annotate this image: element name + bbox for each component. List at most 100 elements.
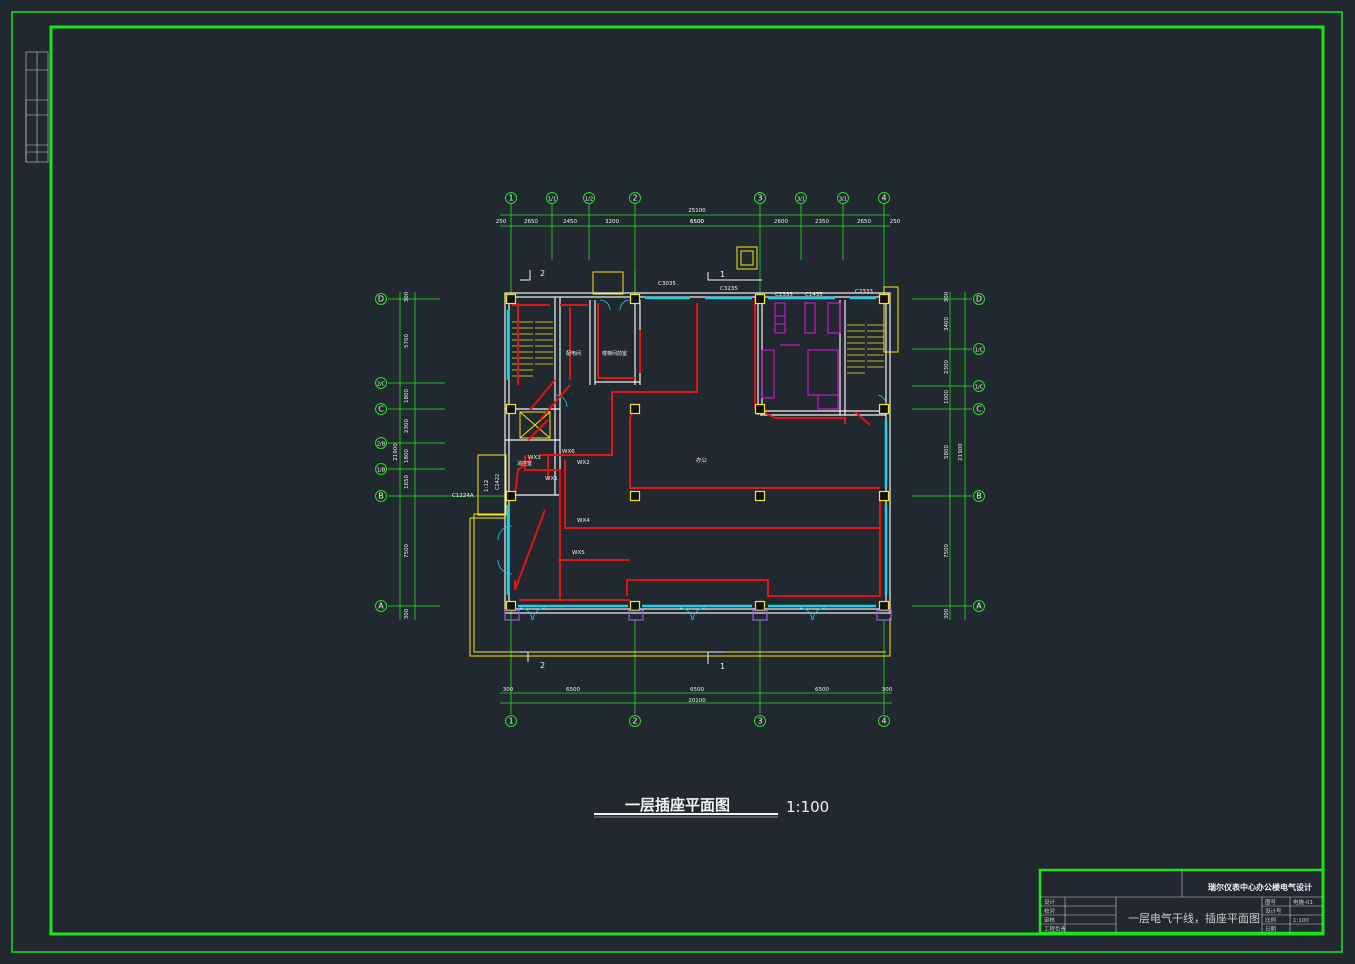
section-marks bbox=[520, 270, 762, 664]
dim-bottom-overall: 20100 bbox=[688, 698, 706, 704]
svg-text:C: C bbox=[378, 405, 384, 414]
axis-bottom-3: 4 bbox=[878, 715, 890, 727]
dim-top-3: 3200 bbox=[605, 219, 619, 225]
circuit-wx5: WX5 bbox=[572, 550, 585, 556]
column-0 bbox=[505, 293, 517, 305]
column-1 bbox=[629, 293, 641, 305]
drawing-name: 一层电气干线，插座平面图 bbox=[1128, 911, 1260, 925]
axis-left-6: A bbox=[375, 600, 387, 612]
axis-top-2: 1/2 bbox=[583, 192, 595, 204]
column-2 bbox=[754, 293, 766, 305]
svg-text:1/C: 1/C bbox=[975, 385, 984, 391]
dim-right-4: 5800 bbox=[944, 445, 950, 459]
entrance-outline bbox=[469, 246, 899, 657]
column-5 bbox=[629, 403, 641, 415]
svg-text:D: D bbox=[976, 295, 982, 304]
column-9 bbox=[629, 490, 641, 502]
tb-right-2: 比例 bbox=[1265, 916, 1277, 924]
room-office: 办公 bbox=[696, 456, 708, 464]
svg-text:1: 1 bbox=[508, 194, 513, 203]
circuit-wx6: WX6 bbox=[562, 449, 575, 455]
dim-top-8: 250 bbox=[890, 219, 901, 225]
section-label-1-top: 1 bbox=[720, 270, 725, 279]
toilet-fixtures bbox=[761, 302, 841, 410]
dim-left-4: 1800 bbox=[404, 449, 410, 463]
room-2: 楼梯间前室 bbox=[602, 350, 627, 357]
bottom-dimensions bbox=[500, 610, 892, 714]
sheet-title: 一层插座平面图 bbox=[625, 796, 730, 814]
window-c2333: C2333 bbox=[855, 289, 873, 295]
tb-left-0: 设计 bbox=[1044, 898, 1056, 906]
column-4 bbox=[505, 403, 517, 415]
dim-right-5: 7500 bbox=[944, 544, 950, 558]
svg-text:B: B bbox=[976, 492, 982, 501]
stair-right bbox=[847, 324, 884, 374]
axis-right-4: B bbox=[973, 490, 985, 502]
axis-left-5: B bbox=[375, 490, 387, 502]
tb-right-1: 设计号 bbox=[1265, 907, 1282, 915]
sheet-scale: 1:100 bbox=[786, 798, 829, 816]
svg-text:1/C: 1/C bbox=[975, 348, 984, 354]
dim-top-5: 2600 bbox=[774, 219, 788, 225]
svg-text:3: 3 bbox=[757, 717, 762, 726]
plan-labels: 2 1 2 1 C3035 C3235 C2335 C1435 C2333 C1… bbox=[452, 269, 873, 671]
tb-val-0: 电施-01 bbox=[1293, 898, 1313, 906]
axis-left-3: 2/B bbox=[375, 437, 387, 449]
columns bbox=[505, 293, 890, 612]
column-pads bbox=[504, 609, 892, 621]
dim-top-6: 2350 bbox=[815, 219, 829, 225]
dim-bottom-3: 6500 bbox=[815, 687, 829, 693]
axis-left-1: 2/C bbox=[375, 377, 387, 389]
axis-bottom-2: 3 bbox=[754, 715, 766, 727]
tb-right-3: 日期 bbox=[1265, 926, 1277, 933]
dim-top-4: 6500 bbox=[690, 219, 704, 225]
circuit-wx3: WX3 bbox=[528, 455, 541, 461]
dim-right-3: 1000 bbox=[944, 390, 950, 404]
axis-top-4: 3 bbox=[754, 192, 766, 204]
dim-right-2: 2300 bbox=[944, 360, 950, 374]
dim-left-1: 5700 bbox=[404, 334, 410, 348]
title-block: 瑞尔仪表中心办公楼电气设计 一层电气干线，插座平面图 bbox=[1038, 868, 1325, 935]
svg-text:B: B bbox=[378, 492, 384, 501]
dim-top-7: 2650 bbox=[857, 219, 871, 225]
dim-bottom-4: 300 bbox=[882, 687, 893, 693]
svg-text:3: 3 bbox=[757, 194, 762, 203]
dim-bottom-0: 300 bbox=[503, 687, 514, 693]
column-12 bbox=[505, 600, 517, 612]
axis-bottom-1: 2 bbox=[629, 715, 641, 727]
axis-top-7: 4 bbox=[878, 192, 890, 204]
cable-routes bbox=[512, 299, 881, 601]
dim-right-1: 3400 bbox=[944, 317, 950, 331]
ramp-slope: 1:12 bbox=[484, 480, 490, 492]
tb-left-1: 校对 bbox=[1044, 907, 1056, 915]
left-dimensions bbox=[388, 292, 505, 620]
column-15 bbox=[878, 600, 890, 612]
dim-left-3: 2300 bbox=[404, 419, 410, 433]
section-label-2-top: 2 bbox=[540, 269, 545, 278]
svg-text:2/C: 2/C bbox=[377, 382, 386, 388]
window-c2335: C2335 bbox=[775, 292, 793, 298]
dim-left-0: 300 bbox=[404, 291, 410, 302]
axis-bottom-0: 1 bbox=[505, 715, 517, 727]
svg-text:2: 2 bbox=[632, 717, 637, 726]
axis-right-5: A bbox=[973, 600, 985, 612]
doors bbox=[497, 299, 887, 621]
svg-text:C: C bbox=[976, 405, 982, 414]
inner-frame bbox=[49, 25, 1325, 936]
circuit-wx1: WX1 bbox=[545, 476, 558, 482]
dim-top-2: 2450 bbox=[563, 219, 577, 225]
svg-text:3/1: 3/1 bbox=[839, 197, 847, 203]
dim-top-upper: 6500 bbox=[690, 219, 704, 225]
windows bbox=[506, 296, 888, 608]
dim-left-2: 1800 bbox=[404, 389, 410, 403]
window-c1422: C1422 bbox=[495, 474, 501, 490]
section-label-2-bottom: 2 bbox=[540, 661, 545, 670]
tb-val-2: 1:100 bbox=[1293, 918, 1309, 924]
window-c3235: C3235 bbox=[720, 286, 738, 292]
circuit-wx2: WX2 bbox=[577, 460, 590, 466]
project-name: 瑞尔仪表中心办公楼电气设计 bbox=[1208, 882, 1312, 892]
column-10 bbox=[754, 490, 766, 502]
top-dimensions bbox=[500, 204, 890, 298]
dim-right-6: 300 bbox=[944, 608, 950, 619]
